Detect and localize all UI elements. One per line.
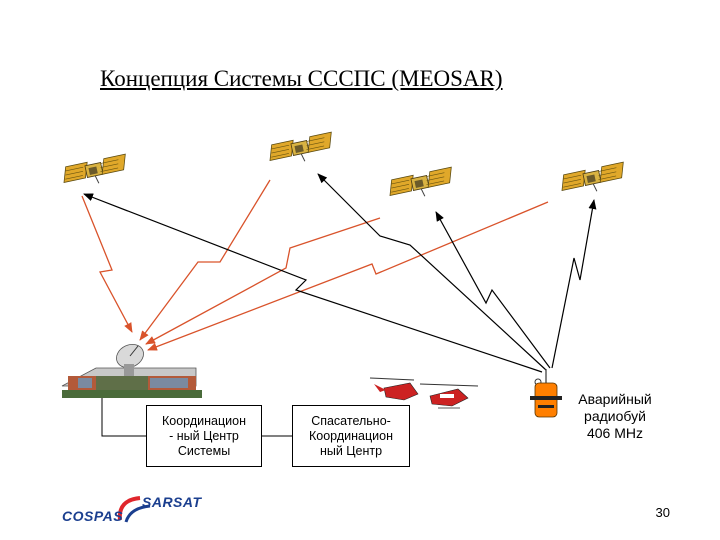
satellite-3 xyxy=(386,166,457,204)
uplink-sat3 xyxy=(435,211,551,369)
helicopter-icon xyxy=(369,377,479,409)
ground-station-icon xyxy=(61,344,202,398)
cospas-sarsat-logo-icon xyxy=(117,496,151,523)
rescue-coordination-center-box: Спасательно- Координацион ный Центр xyxy=(292,405,410,467)
downlink-sat3 xyxy=(145,217,381,345)
rcc-line-3: ный Центр xyxy=(319,443,383,458)
downlink-sat2 xyxy=(139,179,271,341)
mission-control-center-box: Координацион - ный Центр Системы xyxy=(146,405,262,467)
rcc-line-1: Спасательно- xyxy=(311,413,391,428)
uplink-sat4 xyxy=(551,199,597,369)
downlink-sat1 xyxy=(81,195,133,333)
beacon-label: Аварийный радиобуй 406 MHz xyxy=(566,391,664,442)
beacon-label-line-1: Аварийный xyxy=(578,391,652,407)
beacon-label-line-3: 406 MHz xyxy=(586,425,644,441)
mcc-line-2: - ный Центр xyxy=(169,428,239,443)
rcc-line-2: Координацион xyxy=(309,428,393,443)
logo-sarsat-text: SARSAT xyxy=(142,494,202,510)
logo-cospas-text: COSPAS xyxy=(62,508,124,524)
downlink-arrows xyxy=(81,179,549,351)
satellite-1 xyxy=(60,153,131,191)
downlink-sat4 xyxy=(147,201,549,351)
beacon-icon xyxy=(530,369,562,418)
uplink-sat2 xyxy=(317,173,547,371)
uplink-arrows xyxy=(83,173,597,373)
connector-station-mcc xyxy=(101,398,146,437)
mcc-line-1: Координацион xyxy=(162,413,246,428)
satellite-2 xyxy=(266,131,337,169)
satellite-4 xyxy=(558,161,629,199)
beacon-label-line-2: радиобуй xyxy=(584,408,646,424)
page-number: 30 xyxy=(655,505,670,520)
uplink-sat1 xyxy=(83,193,543,373)
page-title: Концепция Системы СССПС (MEOSAR) xyxy=(100,66,503,91)
mcc-line-3: Системы xyxy=(177,443,231,458)
